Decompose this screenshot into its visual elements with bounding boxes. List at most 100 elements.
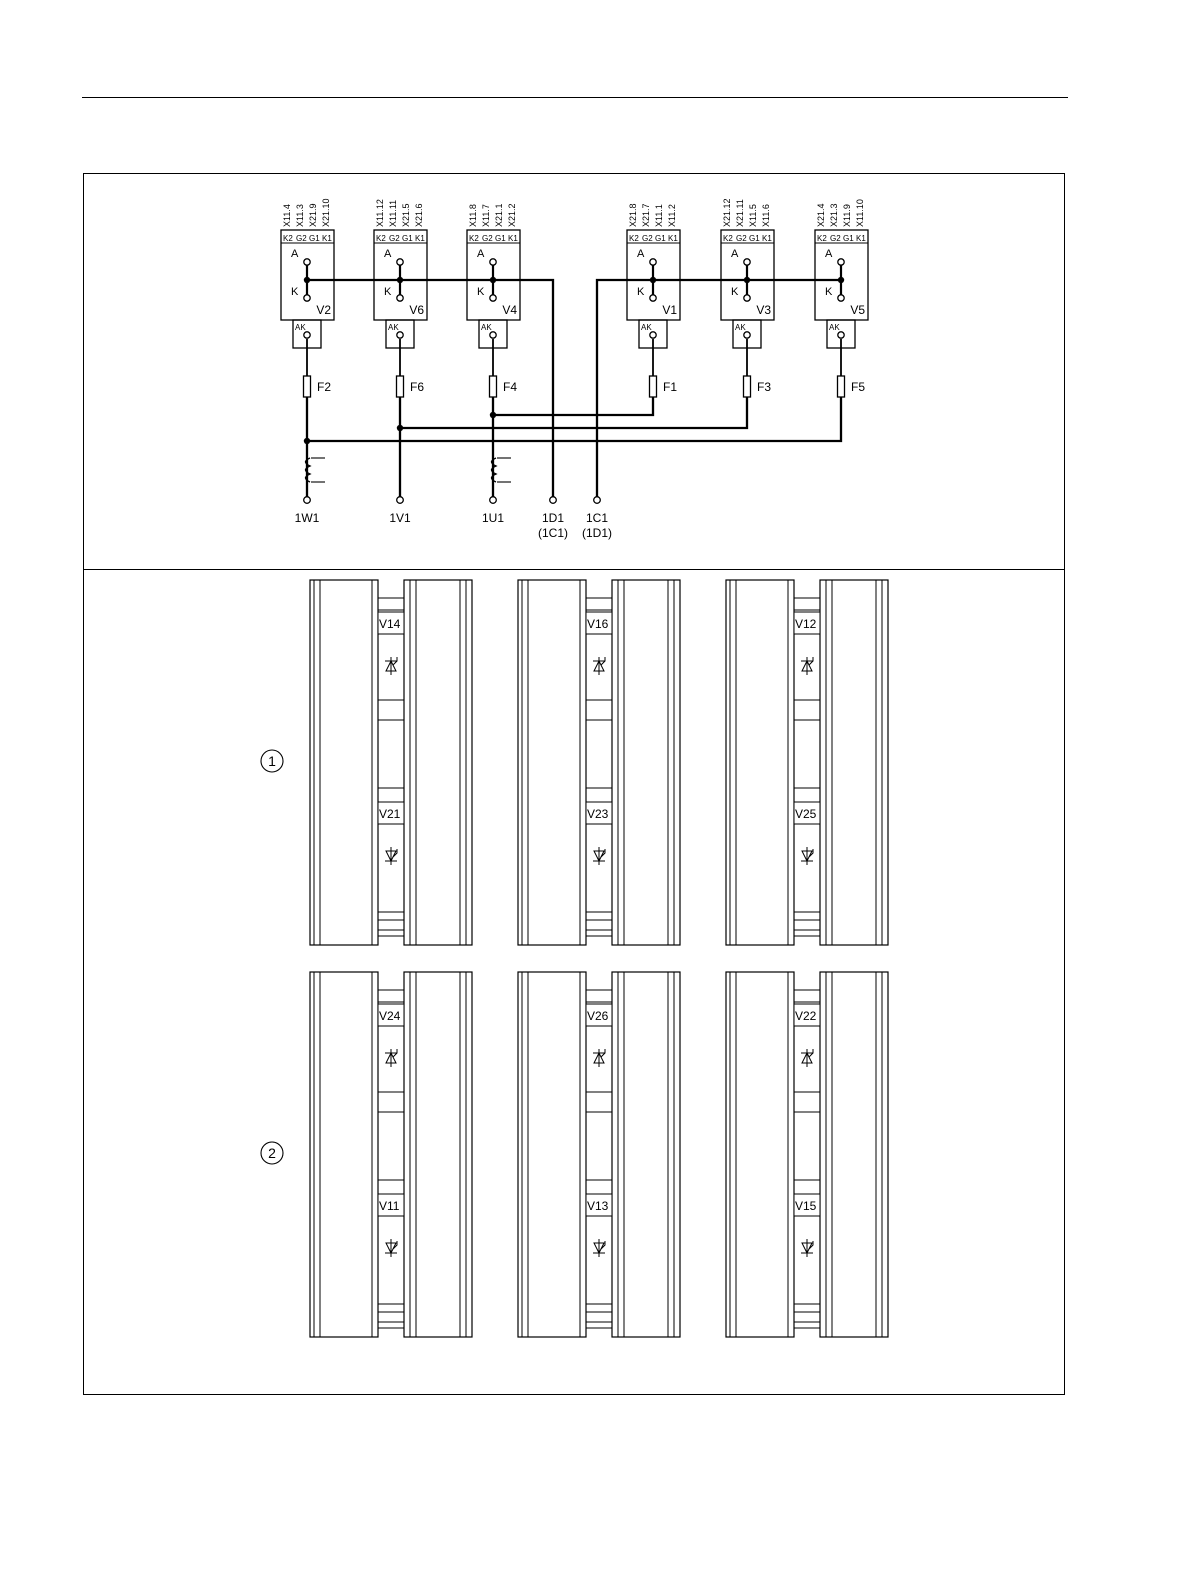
heatsink-right (819, 971, 889, 1338)
module-name: V1 (662, 303, 677, 317)
fuse-symbol (395, 375, 405, 398)
gate-lead (600, 849, 606, 858)
current-transformer-symbol (304, 457, 325, 483)
pin-label: K2 (723, 234, 733, 243)
junction-dot (489, 411, 497, 419)
cathode-label: K (384, 286, 392, 298)
gate-lead (808, 1049, 814, 1058)
terminal-label: X21.10 (321, 198, 331, 227)
device-lower-label: V21 (379, 807, 401, 821)
wire-v1-1u1 (493, 397, 655, 417)
cathode-terminal (649, 294, 657, 302)
pin-label: G2 (482, 234, 493, 243)
device-label-box (585, 1193, 613, 1217)
output-terminal-1u1: 1U1 (482, 496, 504, 525)
lower-thyristor-symbol (801, 1239, 814, 1257)
pin-label: K1 (668, 234, 678, 243)
lower-thyristor-symbol (593, 1239, 606, 1257)
position-marker-circle (260, 1141, 284, 1165)
heatsink-left (517, 579, 587, 946)
fuse-label: F5 (851, 380, 865, 394)
pin-label: K2 (817, 234, 827, 243)
terminal-label: X11.9 (842, 204, 852, 227)
heatsink-right (611, 971, 681, 1338)
terminal-label: X21.8 (628, 203, 638, 227)
lower-thyristor-symbol (593, 847, 606, 865)
terminal-label: X21.11 (735, 199, 745, 227)
device-label-box (585, 1003, 613, 1027)
gate-lead (392, 1241, 398, 1250)
heatsink-left (725, 579, 795, 946)
lower-thyristor-symbol (385, 1239, 398, 1257)
page-top-rule (82, 97, 1068, 98)
busbar-junction (489, 276, 497, 284)
device-label-box (377, 1003, 405, 1027)
pin-label: K1 (322, 234, 332, 243)
snubber-label: AK (481, 323, 492, 332)
terminal-label: X11.1 (654, 204, 664, 227)
output-label: 1U1 (482, 511, 504, 525)
output-label: 1W1 (295, 511, 320, 525)
pin-label: K1 (415, 234, 425, 243)
position-marker-circle (260, 749, 284, 773)
fuse-label: F2 (317, 380, 331, 394)
snubber-terminal (303, 331, 311, 339)
pin-label: K2 (629, 234, 639, 243)
terminal-label: X21.6 (414, 203, 424, 227)
device-label-box (793, 801, 821, 825)
cathode-label: K (477, 286, 485, 298)
snubber-label: AK (829, 323, 840, 332)
output-alt-label: (1D1) (582, 526, 612, 540)
device-label-box (793, 611, 821, 635)
fuse-label: F1 (663, 380, 677, 394)
pin-label: G1 (309, 234, 320, 243)
cathode-terminal (743, 294, 751, 302)
module-name: V4 (502, 303, 517, 317)
gate-lead (600, 657, 606, 666)
gate-lead (392, 849, 398, 858)
terminal-label: X21.9 (308, 203, 318, 227)
fuse-label: F4 (503, 380, 517, 394)
cathode-label: K (637, 286, 645, 298)
pin-label: G2 (736, 234, 747, 243)
fuse-label: F6 (410, 380, 424, 394)
device-upper-label: V24 (379, 1009, 401, 1023)
cathode-label: K (825, 286, 833, 298)
heatsink-right (403, 579, 473, 946)
pin-label: G2 (642, 234, 653, 243)
pin-label: K2 (376, 234, 386, 243)
right-busbar (595, 276, 845, 498)
anode-terminal (303, 258, 311, 266)
anode-label: A (637, 248, 645, 260)
terminal-label: X11.11 (388, 200, 398, 227)
position-marker-number: 2 (268, 1145, 276, 1161)
heatsink-left (725, 971, 795, 1338)
output-terminal-1w1: 1W1 (295, 496, 320, 525)
pin-label: G2 (296, 234, 307, 243)
figure-divider (83, 569, 1065, 570)
device-lower-label: V23 (587, 807, 609, 821)
snubber-terminal (743, 331, 751, 339)
device-label-box (377, 611, 405, 635)
module-name: V6 (409, 303, 424, 317)
upper-thyristor-symbol (801, 657, 814, 675)
fuse-symbol (836, 375, 846, 398)
device-lower-label: V11 (379, 1199, 400, 1213)
busbar-junction (649, 276, 657, 284)
terminal-label: X21.3 (829, 203, 839, 227)
pin-label: G2 (830, 234, 841, 243)
anode-label: A (731, 248, 739, 260)
device-label-box (585, 611, 613, 635)
busbar-junction (396, 276, 404, 284)
fuse-symbol (648, 375, 658, 398)
cathode-terminal (489, 294, 497, 302)
pin-label: G1 (402, 234, 413, 243)
